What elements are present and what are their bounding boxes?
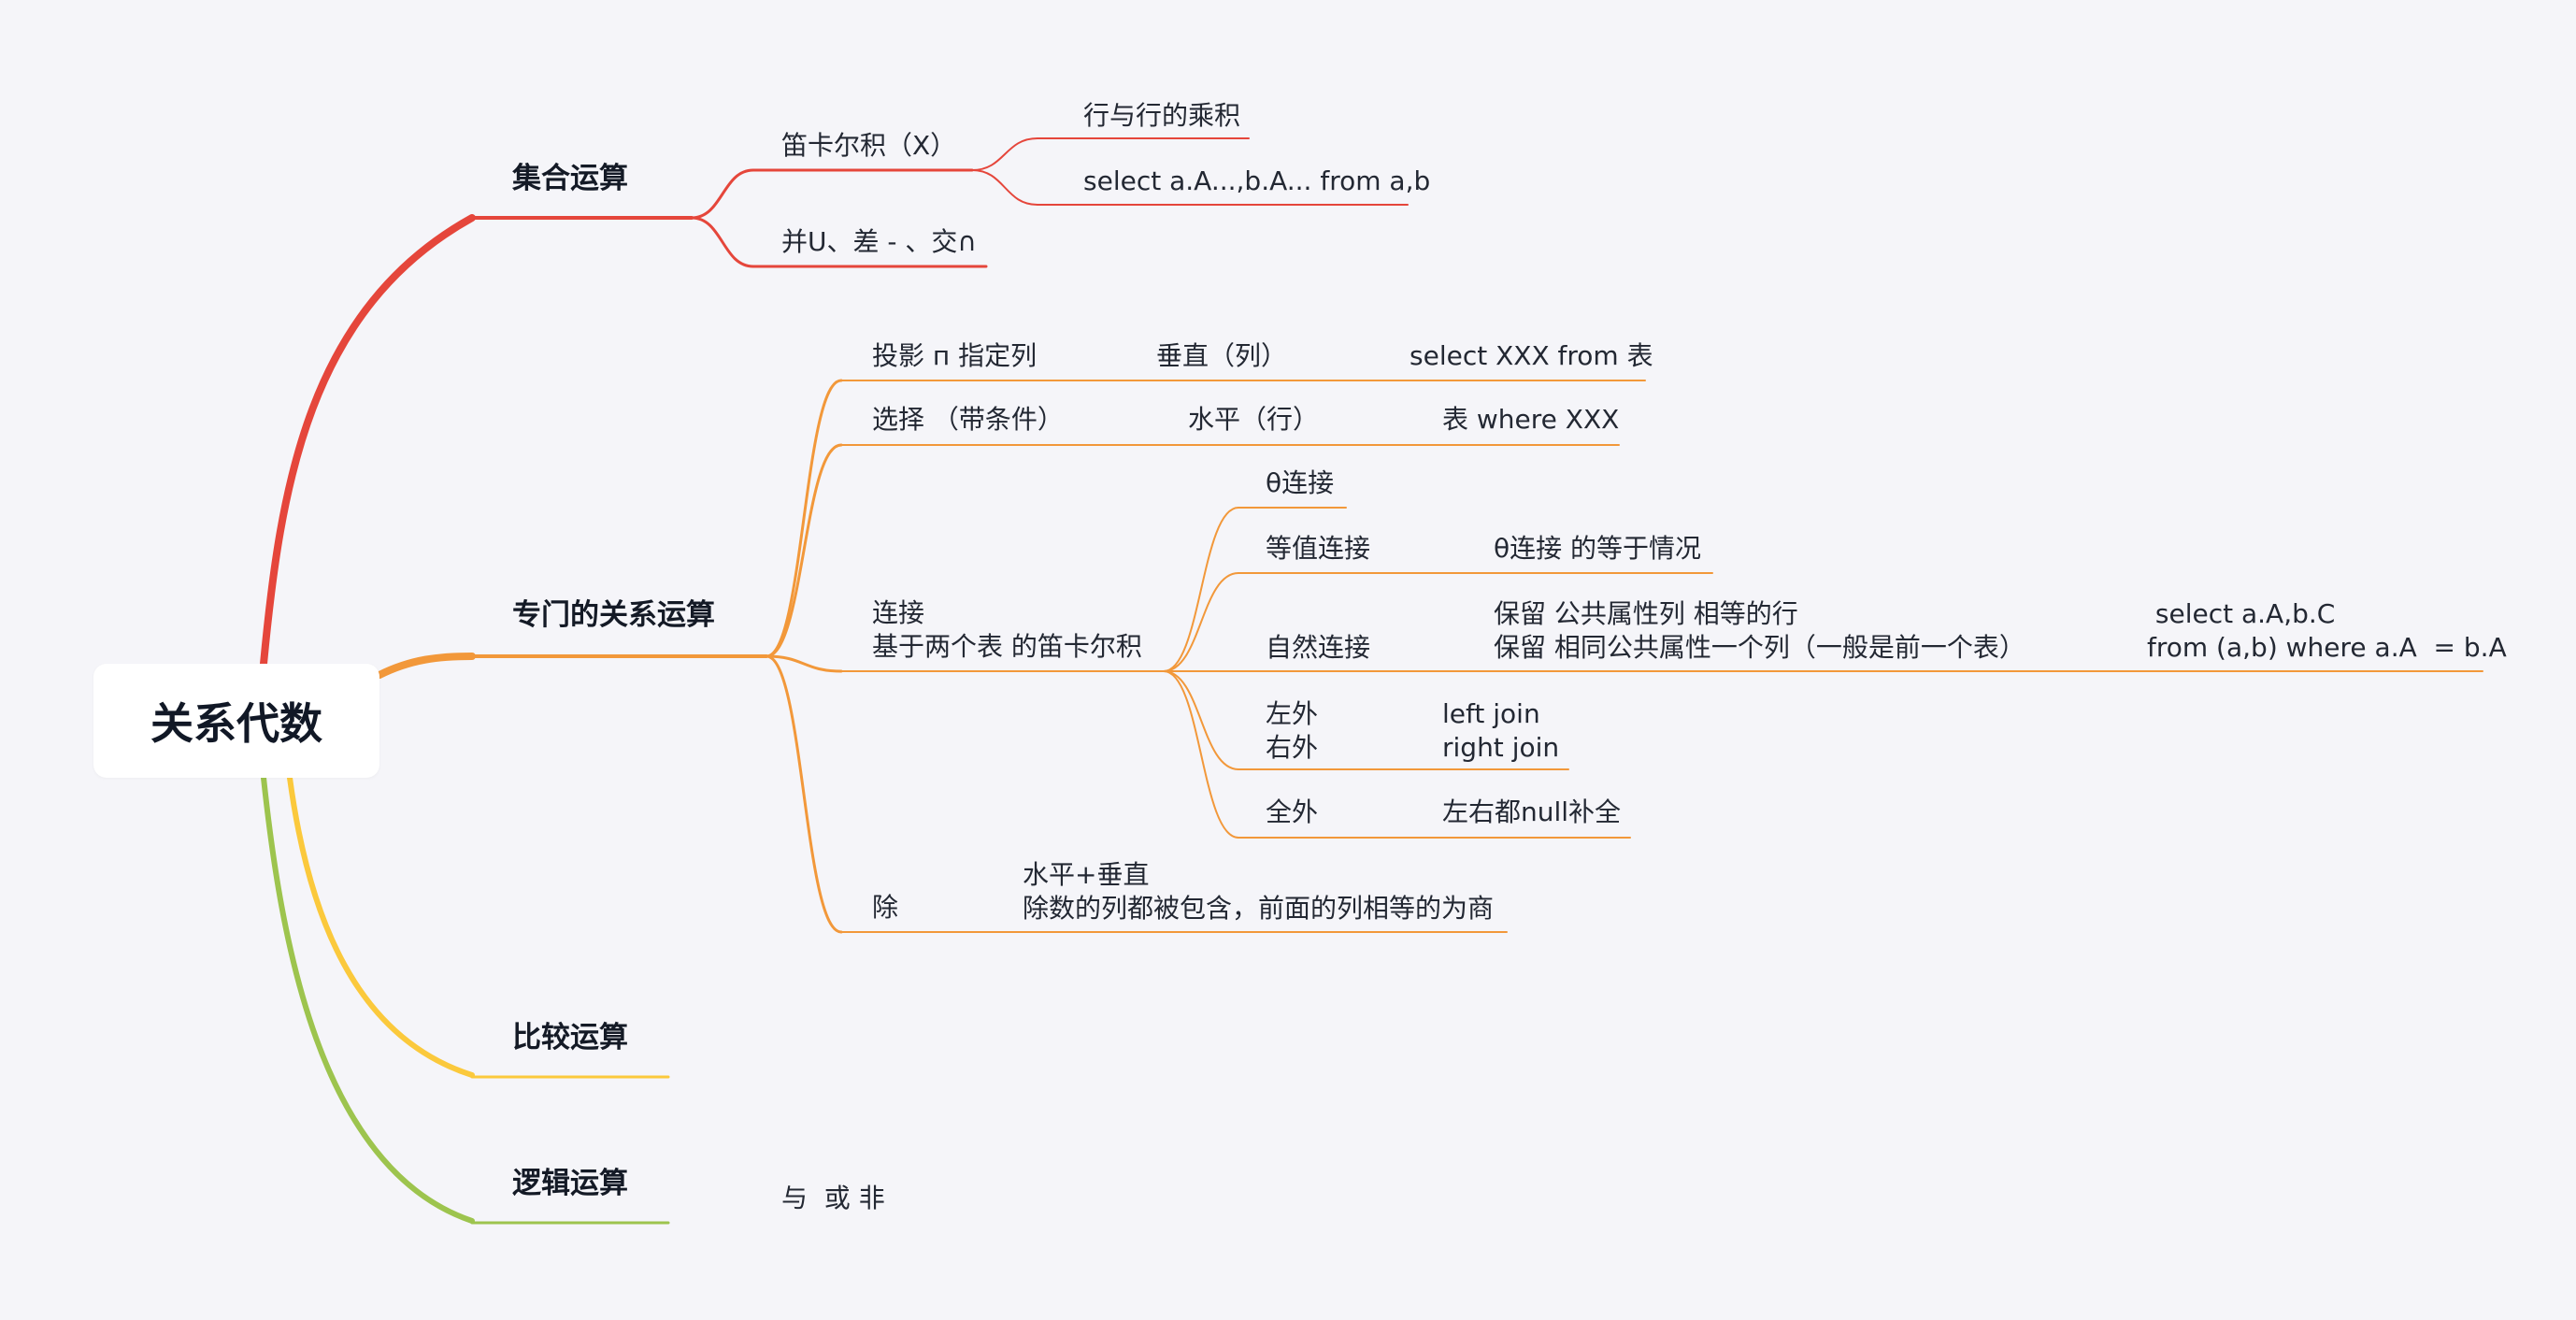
topic-outer-join-sql[interactable]: left join right join — [1442, 698, 1560, 763]
topic-outer-join-left-right[interactable]: 左外 右外 — [1266, 698, 1319, 763]
topic-selection[interactable]: 选择 （带条件） — [872, 404, 1064, 435]
topic-projection-sql[interactable]: select XXX from 表 — [1410, 340, 1653, 371]
connector-root-set-ops — [260, 214, 476, 667]
topic-logic-operations[interactable]: 逻辑运算 — [512, 1167, 628, 1200]
connector-join-equi — [1163, 572, 1239, 672]
topic-natural-join-sql[interactable]: select a.A,b.C from (a,b) where a.A = b.… — [2147, 598, 2507, 663]
connector-cartesian-row — [971, 137, 1038, 171]
connector-set-union — [690, 216, 755, 268]
topic-and-or-not[interactable]: 与 或 非 — [781, 1183, 885, 1213]
connector-join-outer — [1163, 670, 1239, 770]
connector-special-projection — [765, 379, 843, 658]
topic-selection-sql[interactable]: 表 where XXX — [1442, 404, 1620, 435]
topic-cartesian-sql[interactable]: select a.A...,b.A... from a,b — [1083, 165, 1431, 196]
connector-special-selection — [765, 443, 843, 658]
connector-root-compare-ops — [287, 775, 475, 1078]
root-topic-label: 关系代数 — [150, 698, 322, 749]
topic-full-outer-join-note[interactable]: 左右都null补全 — [1442, 796, 1622, 827]
topic-full-outer-join[interactable]: 全外 — [1266, 796, 1319, 827]
topic-horizontal-rows[interactable]: 水平（行） — [1188, 404, 1320, 435]
topic-equi-join-note[interactable]: θ连接 的等于情况 — [1494, 533, 1702, 564]
connector-set-cartesian — [690, 168, 755, 220]
connector-root-logic-ops — [261, 775, 475, 1224]
topic-natural-join-rules[interactable]: 保留 公共属性列 相等的行 保留 相同公共属性一个列（一般是前一个表） — [1494, 598, 2025, 663]
connector-join-theta — [1163, 507, 1239, 672]
topic-natural-join[interactable]: 自然连接 — [1266, 632, 1371, 663]
topic-union-diff-intersect[interactable]: 并U、差 - 、交∩ — [781, 226, 977, 257]
topic-set-operations[interactable]: 集合运算 — [512, 162, 628, 195]
topic-projection[interactable]: 投影 п 指定列 — [872, 340, 1038, 371]
root-topic[interactable]: 关系代数 — [93, 664, 379, 778]
topic-comparison-operations[interactable]: 比较运算 — [512, 1021, 628, 1055]
connector-cartesian-sql — [971, 169, 1038, 206]
topic-join[interactable]: 连接 基于两个表 的笛卡尔积 — [872, 597, 1142, 662]
topic-division-note[interactable]: 水平+垂直 除数的列都被包含，前面的列相等的为商 — [1023, 859, 1495, 924]
topic-theta-join[interactable]: θ连接 — [1266, 467, 1335, 498]
connector-join-full — [1163, 670, 1239, 839]
connector-special-division — [765, 654, 843, 934]
topic-special-operations[interactable]: 专门的关系运算 — [512, 598, 715, 632]
topic-division[interactable]: 除 — [872, 892, 899, 923]
topic-row-product[interactable]: 行与行的乘积 — [1083, 100, 1241, 131]
topic-equi-join[interactable]: 等值连接 — [1266, 533, 1371, 564]
topic-vertical-columns[interactable]: 垂直（列） — [1156, 340, 1288, 371]
connector-special-join — [765, 654, 843, 673]
connector-root-special-ops — [376, 653, 476, 679]
topic-cartesian-product[interactable]: 笛卡尔积（X） — [781, 130, 957, 161]
